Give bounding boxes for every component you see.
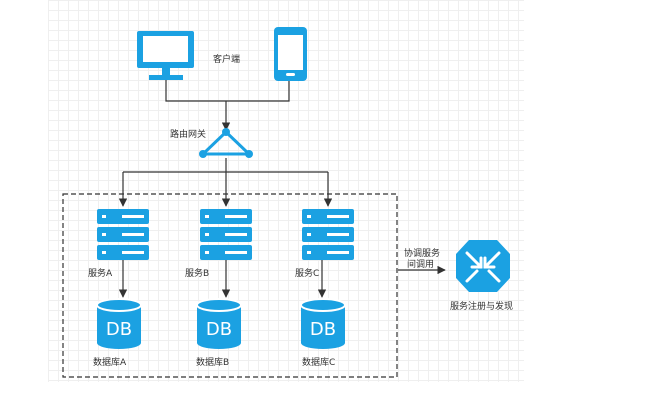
- gateway-icon: [199, 128, 253, 158]
- service-name: 服务A: [88, 267, 113, 279]
- database-name: 数据库B: [196, 356, 229, 368]
- database-icon: DB: [96, 298, 142, 349]
- service-c: 服务C DB 数据库C: [295, 209, 354, 368]
- registry-label: 服务注册与发现: [450, 300, 513, 312]
- phone-icon: [274, 27, 307, 81]
- db-label: DB: [206, 319, 232, 340]
- service-a: 服务A DB 数据库A: [88, 209, 149, 368]
- server-icon: [200, 209, 252, 260]
- client-connectors: [165, 80, 290, 131]
- coordination-label-line1: 协调服务: [404, 247, 440, 259]
- server-icon: [97, 209, 149, 260]
- database-name: 数据库A: [93, 356, 127, 368]
- service-b: 服务B DB 数据库B: [185, 209, 252, 368]
- client-label: 客户端: [213, 53, 240, 65]
- registry-icon: [456, 240, 510, 292]
- gateway-label: 路由网关: [170, 128, 206, 140]
- server-icon: [302, 209, 354, 260]
- gateway-connectors: [118, 158, 333, 207]
- database-icon: DB: [196, 298, 242, 349]
- db-label: DB: [310, 319, 336, 340]
- database-icon: DB: [300, 298, 346, 349]
- monitor-icon: [137, 31, 194, 80]
- service-name: 服务B: [185, 267, 209, 279]
- db-label: DB: [106, 319, 132, 340]
- coordination-label-line2: 间调用: [407, 258, 434, 270]
- database-name: 数据库C: [302, 356, 335, 368]
- service-cluster-boundary: [62, 193, 398, 378]
- service-name: 服务C: [295, 267, 319, 279]
